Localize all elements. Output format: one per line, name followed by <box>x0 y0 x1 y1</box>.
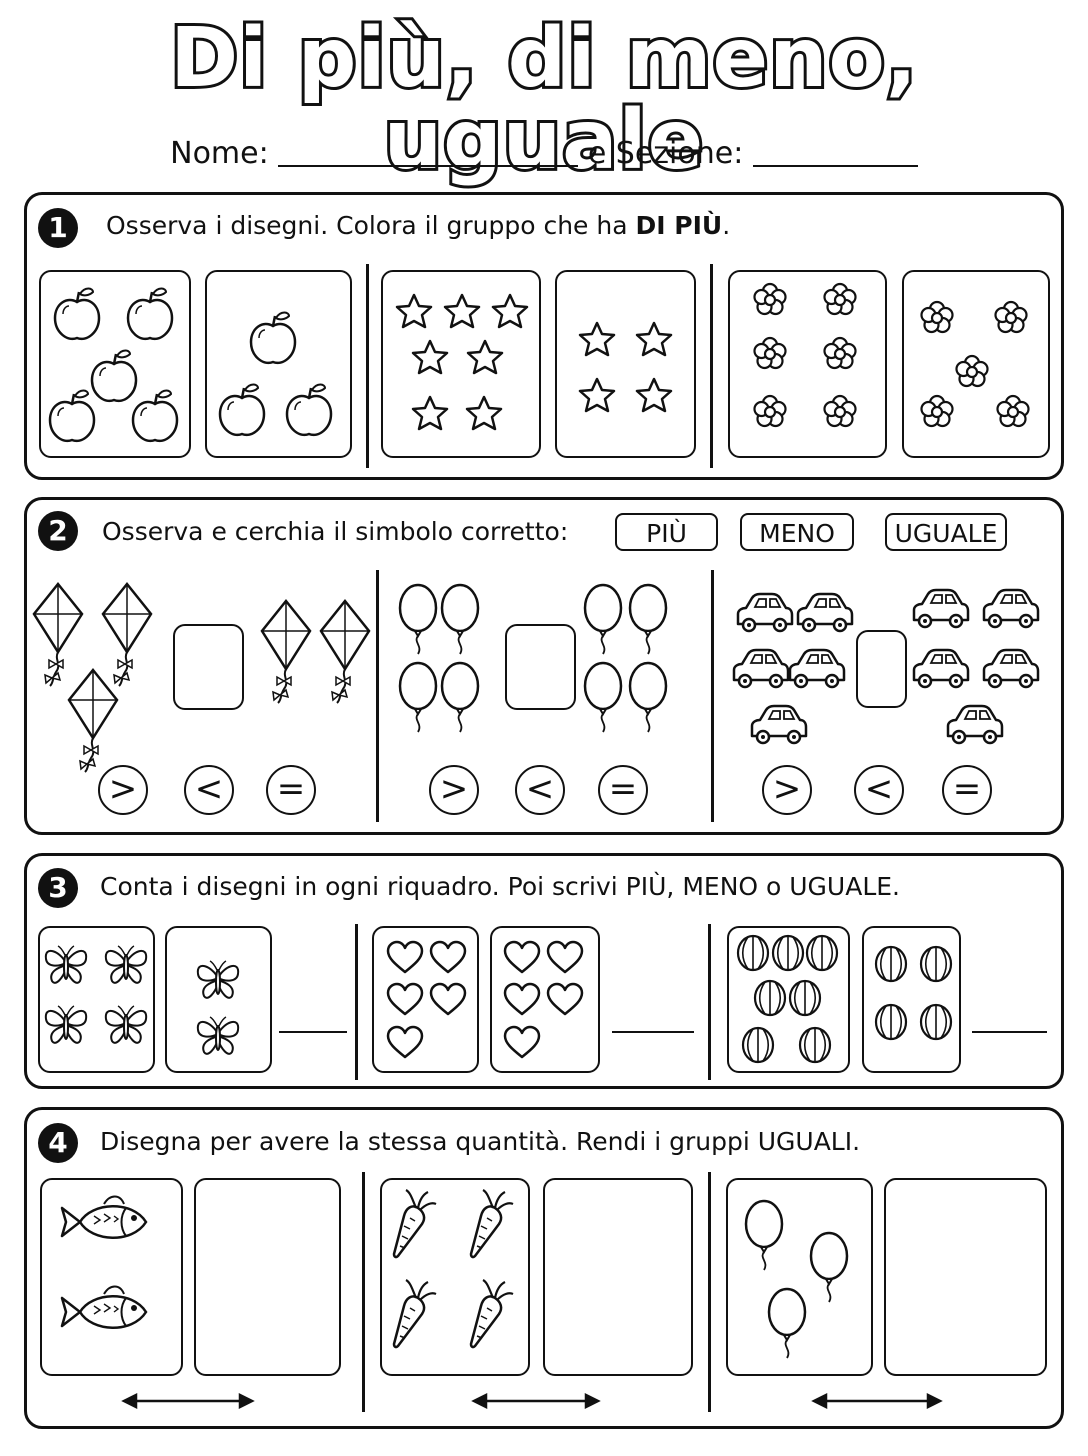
answer-box-3[interactable] <box>856 630 907 708</box>
balloon-group <box>726 1178 873 1376</box>
answer-box-2[interactable] <box>505 624 576 710</box>
answer-line-3[interactable] <box>972 1031 1047 1033</box>
flower-group-left[interactable] <box>728 270 887 458</box>
less-symbol[interactable]: < <box>515 765 565 815</box>
exercise-3 <box>24 853 1064 1089</box>
option-uguale[interactable]: UGUALE <box>885 513 1007 551</box>
kite-icons-left <box>32 582 153 774</box>
greater-symbol[interactable]: > <box>762 765 812 815</box>
less-symbol[interactable]: < <box>854 765 904 815</box>
fish-group <box>40 1178 183 1376</box>
greater-symbol[interactable]: > <box>98 765 148 815</box>
divider <box>362 1172 365 1412</box>
kite-icons-right <box>260 599 371 705</box>
flower-icons-left <box>753 282 857 428</box>
apple-group-left[interactable] <box>39 270 191 458</box>
divider <box>708 924 711 1080</box>
star-icons-left <box>395 293 529 431</box>
butterfly-group-right <box>165 926 272 1073</box>
exercise-4 <box>24 1107 1064 1429</box>
divider <box>366 264 369 468</box>
less-symbol[interactable]: < <box>184 765 234 815</box>
heart-icons-left <box>386 940 467 1059</box>
apple-icons-right <box>218 311 333 437</box>
heart-group-right <box>490 926 600 1073</box>
balloon-icons-left <box>398 583 480 734</box>
star-group-left[interactable] <box>381 270 541 458</box>
ball-group-right <box>862 926 961 1073</box>
name-label: Nome: <box>170 136 269 171</box>
double-arrow-icon <box>811 1392 943 1410</box>
ball-icons-left <box>736 934 839 1064</box>
equal-symbol[interactable]: = <box>598 765 648 815</box>
option-meno[interactable]: MENO <box>740 513 854 551</box>
equal-symbol[interactable]: = <box>266 765 316 815</box>
carrot-icons <box>392 1188 515 1349</box>
ball-group-left <box>727 926 850 1073</box>
carrot-draw-box[interactable] <box>543 1178 693 1376</box>
divider <box>711 570 714 822</box>
apple-group-right[interactable] <box>205 270 352 458</box>
exercise-1 <box>24 192 1064 480</box>
flower-group-right[interactable] <box>902 270 1050 458</box>
car-icons-left <box>732 592 854 745</box>
name-line: Nome: e Sezione: <box>0 136 1088 171</box>
section-field[interactable] <box>752 141 918 167</box>
star-group-right[interactable] <box>555 270 696 458</box>
option-piu[interactable]: PIÙ <box>615 513 718 551</box>
butterfly-icons-left <box>44 945 148 1044</box>
divider <box>355 924 358 1080</box>
section-label: e Sezione: <box>587 136 744 171</box>
ball-icons-right <box>874 945 953 1041</box>
exercise-4-instruction: Disegna per avere la stessa quantità. Re… <box>100 1127 861 1156</box>
answer-line-1[interactable] <box>279 1031 347 1033</box>
butterfly-group-left <box>38 926 155 1073</box>
exercise-3-instruction: Conta i disegni in ogni riquadro. Poi sc… <box>100 872 900 901</box>
butterfly-icons-right <box>196 960 240 1055</box>
name-field[interactable] <box>278 141 579 167</box>
exercise-2-number: 2 <box>38 511 78 551</box>
exercise-2 <box>24 497 1064 835</box>
answer-line-2[interactable] <box>612 1031 694 1033</box>
exercise-2-instruction: Osserva e cerchia il simbolo corretto: <box>102 517 569 546</box>
heart-group-left <box>372 926 479 1073</box>
divider <box>376 570 379 822</box>
fish-draw-box[interactable] <box>194 1178 341 1376</box>
heart-icons-right <box>503 940 584 1059</box>
equal-symbol[interactable]: = <box>942 765 992 815</box>
double-arrow-icon <box>121 1392 255 1410</box>
car-icons-right <box>912 588 1040 745</box>
divider <box>708 1172 711 1412</box>
greater-symbol[interactable]: > <box>429 765 479 815</box>
apple-icons-left <box>48 287 179 443</box>
balloon-icons-right <box>583 583 668 734</box>
star-icons-right <box>578 321 673 413</box>
page-title: Di più, di meno, uguale <box>167 11 920 188</box>
balloon-icons <box>744 1199 849 1360</box>
exercise-3-number: 3 <box>38 868 78 908</box>
exercise-1-number: 1 <box>38 208 78 248</box>
double-arrow-icon <box>471 1392 601 1410</box>
flower-icons-right <box>920 300 1030 428</box>
exercise-1-instruction: Osserva i disegni. Colora il gruppo che … <box>106 211 731 240</box>
fish-icons <box>60 1195 148 1330</box>
balloon-draw-box[interactable] <box>884 1178 1047 1376</box>
carrot-group <box>380 1178 530 1376</box>
exercise-4-number: 4 <box>38 1123 78 1163</box>
divider <box>710 264 713 468</box>
answer-box-1[interactable] <box>173 624 244 710</box>
